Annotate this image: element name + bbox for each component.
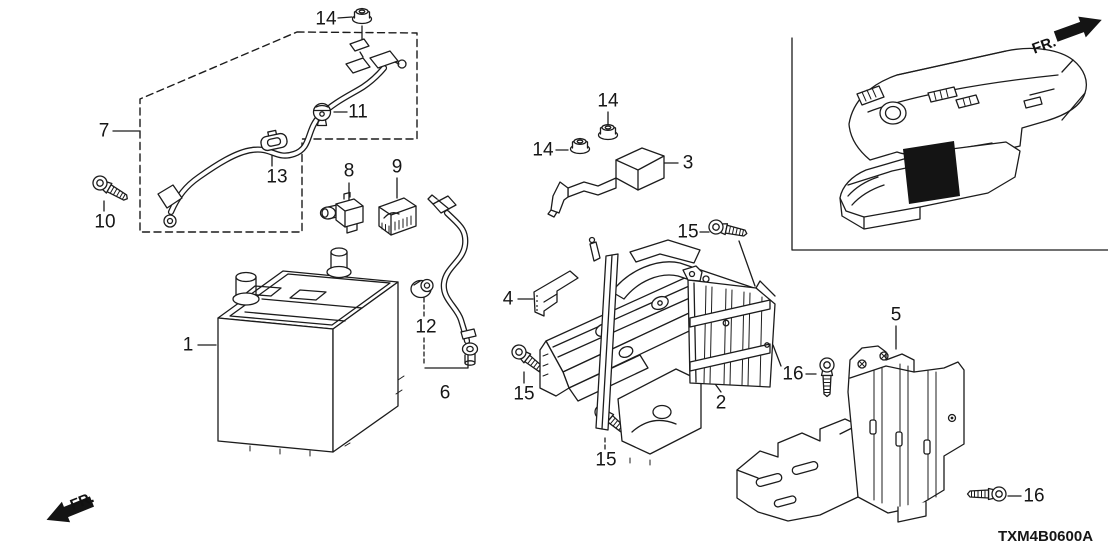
clip-icon xyxy=(312,102,332,127)
callout-4-plate: 4 xyxy=(502,288,514,310)
callout-10-flange-bolt: 10 xyxy=(94,211,116,233)
callout-14-flange-nut: 14 xyxy=(315,8,337,30)
callout-15-flange-bolt: 15 xyxy=(513,383,535,405)
callout-2-battery-setting-plate: 2 xyxy=(715,392,727,414)
front-arrow-icon xyxy=(1051,9,1106,47)
callout-11-clip: 11 xyxy=(348,101,368,123)
sensor-unit-illustration xyxy=(319,191,364,234)
clamp-icon xyxy=(260,129,288,152)
callout-16-flange-bolt: 16 xyxy=(782,363,804,385)
location-inset xyxy=(791,9,1108,251)
battery-illustration xyxy=(217,247,405,457)
callout-5-side-bracket: 5 xyxy=(890,304,902,326)
callout-3-mount-bracket: 3 xyxy=(682,152,694,174)
battery-frame-illustration xyxy=(539,236,758,466)
callout-15-flange-bolt: 15 xyxy=(677,221,699,243)
callout-13-clamp: 13 xyxy=(266,166,288,188)
callout-6-sensor-cable: 6 xyxy=(439,382,451,404)
plate-illustration xyxy=(533,270,579,317)
side-bracket-illustration xyxy=(736,345,965,523)
dashboard-illustration xyxy=(839,47,1088,230)
mount-bracket-illustration xyxy=(547,147,665,218)
battery-cable-illustration xyxy=(157,38,407,228)
callout-14-flange-nut: 14 xyxy=(532,139,554,161)
leader-lines xyxy=(103,16,1022,497)
setting-plate-illustration xyxy=(682,265,776,388)
callout-15-flange-bolt: 15 xyxy=(595,449,617,471)
callout-9-sensor-cover: 9 xyxy=(391,156,403,178)
callout-14-flange-nut: 14 xyxy=(597,90,619,112)
sensor-cable-illustration xyxy=(427,194,479,366)
cable-assembly-dashed-box xyxy=(139,31,418,233)
callout-8-sensor-unit: 8 xyxy=(343,160,355,182)
callout-1-battery: 1 xyxy=(182,334,194,356)
unit-location-marker xyxy=(903,141,960,204)
grommet-icon xyxy=(410,278,434,299)
diagram-code: TXM4B0600A xyxy=(998,528,1094,545)
callout-12-grommet: 12 xyxy=(415,316,437,338)
callout-16-flange-bolt: 16 xyxy=(1023,485,1045,507)
sensor-cover-illustration xyxy=(378,197,417,236)
callout-7-battery-cable-assembly: 7 xyxy=(98,120,110,142)
flange-nut-icon xyxy=(351,7,619,155)
